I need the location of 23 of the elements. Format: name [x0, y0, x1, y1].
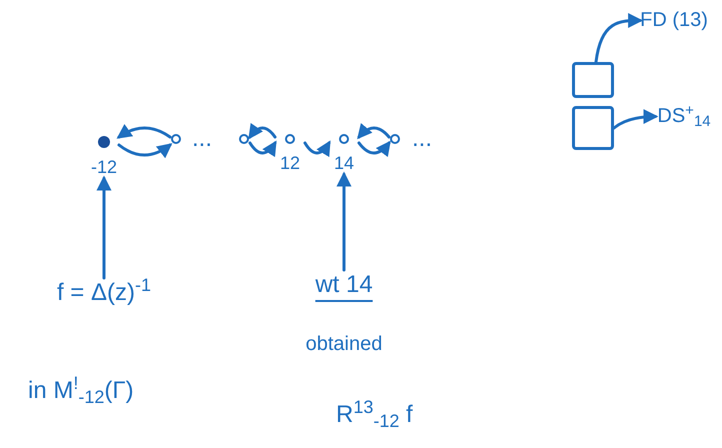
math-expression: R$^{13}$$_{-12}$ f — [336, 400, 413, 430]
ellipsis: ... — [412, 124, 432, 154]
curved-arrow — [356, 123, 390, 140]
curved-arrow — [336, 172, 352, 272]
curved-arrow — [116, 124, 172, 139]
curved-arrow — [248, 140, 277, 158]
math-expression: FD (13) — [640, 8, 708, 33]
index-label: obtained — [306, 332, 382, 357]
curved-arrow — [358, 140, 391, 158]
curved-arrow — [612, 109, 658, 130]
index-label: -12 — [90, 156, 117, 178]
curved-arrow — [96, 176, 112, 280]
curved-arrow — [118, 143, 172, 158]
math-expression: wt 14 — [315, 270, 373, 300]
ellipsis: ... — [192, 124, 212, 154]
curved-arrow — [594, 13, 644, 64]
math-expression: in M$^{!}$$_{-12}$(Γ) — [28, 376, 134, 406]
math-expression: f = Δ(z)$^{-1}$ — [56, 278, 152, 308]
square-box — [572, 106, 614, 150]
curved-arrow — [248, 122, 276, 140]
square-box — [572, 62, 614, 98]
index-label: 12 — [280, 152, 300, 174]
index-label: 14 — [334, 152, 354, 174]
